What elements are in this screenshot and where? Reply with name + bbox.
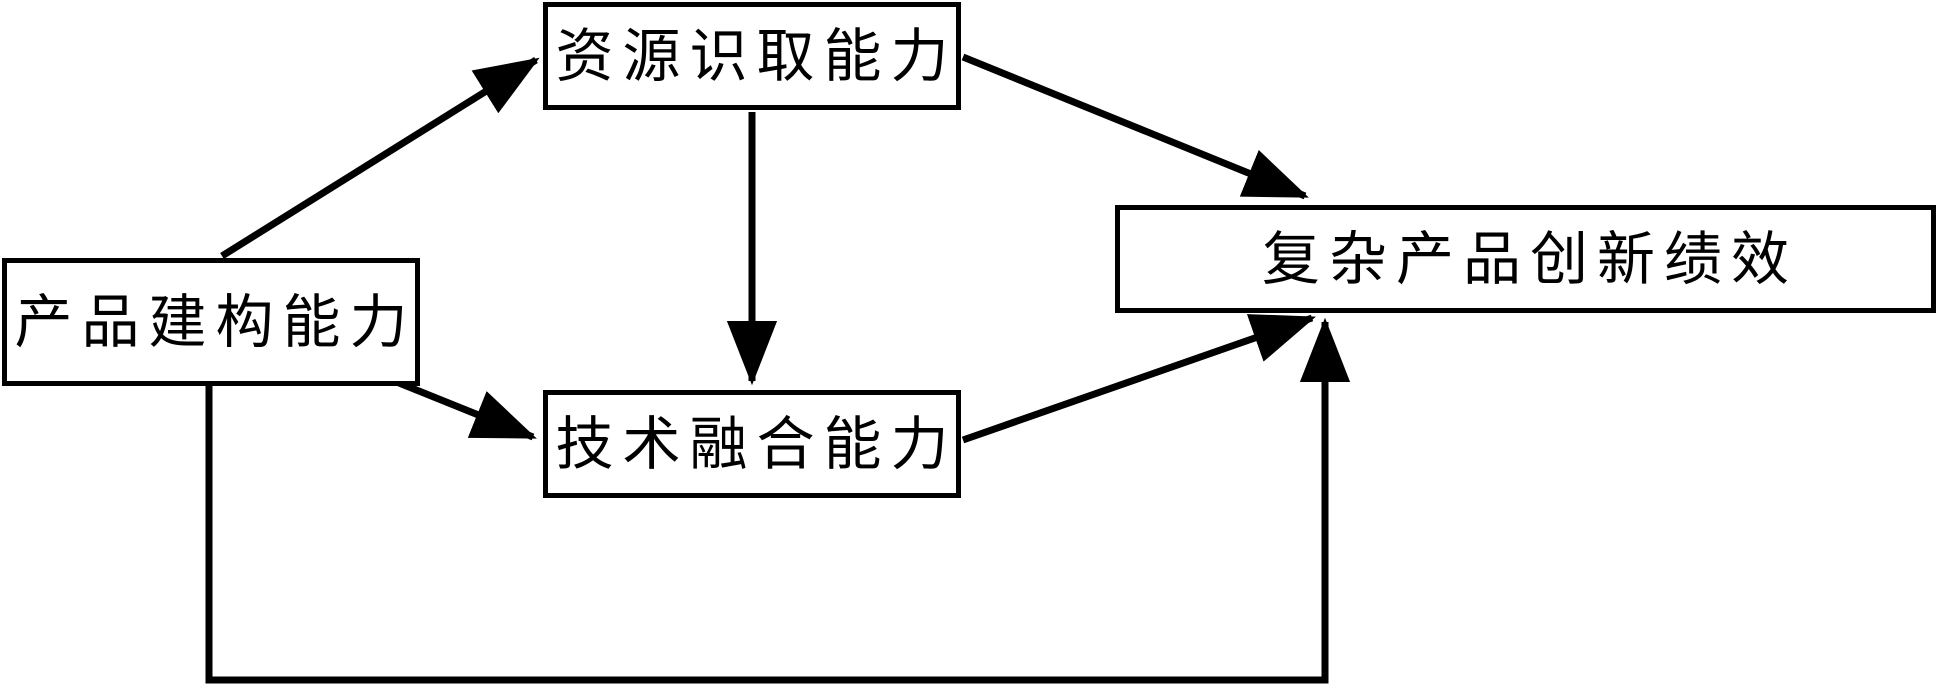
node-product-architecture-capability[interactable]: 产品建构能力 <box>2 258 420 386</box>
edge-product-to-perf <box>205 317 1351 684</box>
node-complex-product-innovation-performance[interactable]: 复杂产品创新绩效 <box>1115 205 1936 313</box>
edge-resource-to-perf <box>961 53 1309 200</box>
edge-tech-to-perf <box>961 314 1316 444</box>
node-resource-acquisition-capability[interactable]: 资源识取能力 <box>543 2 961 110</box>
node-label: 资源识取能力 <box>555 22 958 90</box>
node-technology-integration-capability[interactable]: 技术融合能力 <box>543 390 961 498</box>
edge-product-to-resource <box>220 57 540 259</box>
node-label: 产品建构能力 <box>14 288 417 356</box>
node-label: 复杂产品创新绩效 <box>1261 225 1798 293</box>
node-label: 技术融合能力 <box>555 410 958 478</box>
